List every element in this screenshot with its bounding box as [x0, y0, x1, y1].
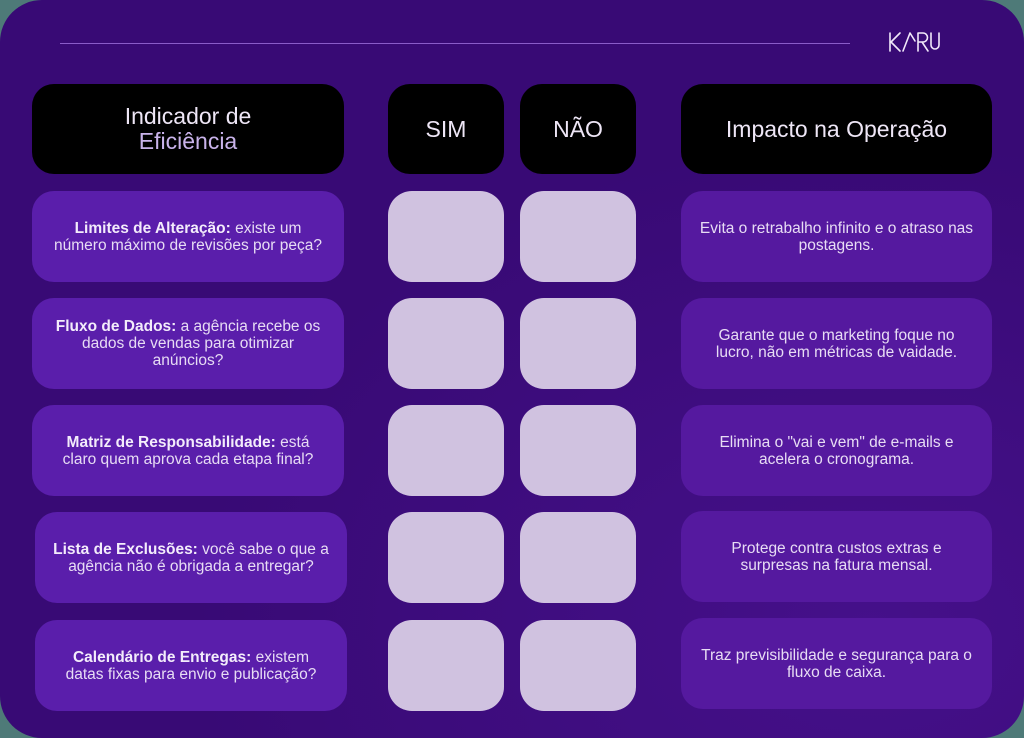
yes-checkbox-3[interactable]	[388, 405, 504, 496]
header-indicator: Indicador de Eficiência	[32, 84, 344, 174]
indicator-row-3: Matriz de Responsabilidade: está claro q…	[32, 405, 344, 496]
indicator-title: Calendário de Entregas:	[72, 648, 252, 666]
indicator-row-5: Calendário de Entregas: existem datas fi…	[35, 620, 347, 711]
divider-line	[60, 43, 850, 44]
yes-checkbox-4[interactable]	[388, 512, 504, 603]
header-impact: Impacto na Operação	[681, 84, 992, 174]
indicator-question: existe um número máximo de revisões por …	[54, 219, 322, 254]
no-checkbox-1[interactable]	[520, 191, 636, 282]
impact-text: Evita o retrabalho infinito e o atraso n…	[699, 219, 974, 254]
header-indicator-line2: Eficiência	[138, 128, 238, 154]
indicator-question: está claro quem aprova cada etapa final?	[62, 433, 314, 468]
impact-text: Protege contra custos extras e surpresas…	[731, 539, 942, 574]
impact-text: Elimina o "vai e vem" de e-mails e acele…	[719, 433, 954, 468]
no-checkbox-4[interactable]	[520, 512, 636, 603]
no-checkbox-2[interactable]	[520, 298, 636, 389]
header-indicator-line1: Indicador de	[124, 103, 252, 129]
yes-checkbox-2[interactable]	[388, 298, 504, 389]
impact-text: Traz previsibilidade e segurança para o …	[701, 646, 972, 681]
indicator-title: Matriz de Responsabilidade:	[66, 433, 276, 451]
yes-checkbox-1[interactable]	[388, 191, 504, 282]
indicator-question: você sabe o que a agência não é obrigada…	[68, 540, 329, 575]
impact-row-1: Evita o retrabalho infinito e o atraso n…	[681, 191, 992, 282]
indicator-row-4: Lista de Exclusões: você sabe o que a ag…	[35, 512, 347, 603]
indicator-question: existem datas fixas para envio e publica…	[65, 648, 317, 683]
impact-row-5: Traz previsibilidade e segurança para o …	[681, 618, 992, 709]
header-no: NÃO	[520, 84, 636, 174]
indicator-title: Lista de Exclusões:	[53, 540, 198, 558]
indicator-question: a agência recebe os dados de vendas para…	[82, 318, 321, 369]
no-checkbox-5[interactable]	[520, 620, 636, 711]
indicator-row-2: Fluxo de Dados: a agência recebe os dado…	[32, 298, 344, 389]
indicator-title: Fluxo de Dados:	[55, 318, 177, 335]
impact-row-3: Elimina o "vai e vem" de e-mails e acele…	[681, 405, 992, 496]
header-yes: SIM	[388, 84, 504, 174]
indicator-title: Limites de Alteração:	[74, 219, 231, 237]
indicator-row-1: Limites de Alteração: existe um número m…	[32, 191, 344, 282]
impact-text: Garante que o marketing foque no lucro, …	[715, 326, 958, 361]
impact-row-2: Garante que o marketing foque no lucro, …	[681, 298, 992, 389]
impact-row-4: Protege contra custos extras e surpresas…	[681, 511, 992, 602]
yes-checkbox-5[interactable]	[388, 620, 504, 711]
no-checkbox-3[interactable]	[520, 405, 636, 496]
karu-logo-icon	[889, 32, 940, 52]
